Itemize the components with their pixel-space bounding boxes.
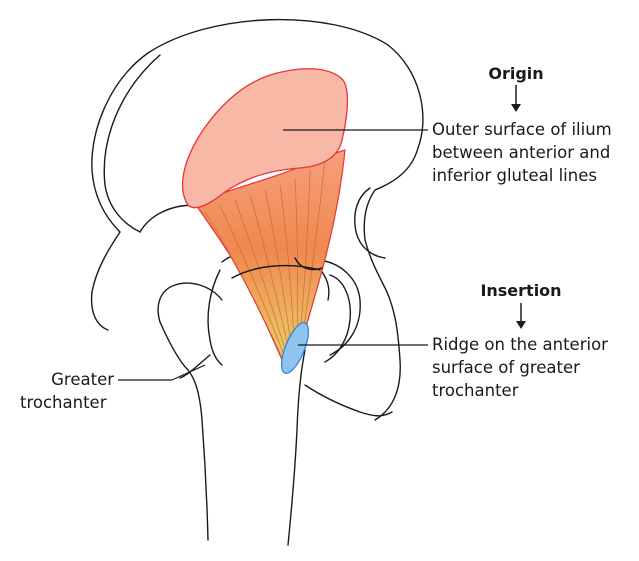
origin-arrow	[511, 85, 521, 112]
origin-line-2: between anterior and	[432, 141, 612, 164]
insertion-arrow	[516, 303, 526, 329]
femur-left-outline	[160, 322, 208, 540]
ilium-inner-curve	[140, 205, 195, 232]
posterior-ilium-outline	[104, 55, 160, 232]
origin-line-1: Outer surface of ilium	[432, 118, 612, 141]
insertion-description: Ridge on the anterior surface of greater…	[432, 333, 608, 402]
origin-description: Outer surface of ilium between anterior …	[432, 118, 612, 187]
femoral-head-outline	[208, 270, 222, 365]
greater-trochanter-label: Greater trochanter	[20, 368, 114, 414]
insertion-heading: Insertion	[470, 279, 572, 302]
origin-line-3: inferior gluteal lines	[432, 164, 612, 187]
insertion-line-1: Ridge on the anterior	[432, 333, 608, 356]
greater-trochanter-line-2: trochanter	[20, 391, 114, 414]
insertion-line-3: trochanter	[432, 379, 608, 402]
femur-right-outline	[288, 350, 305, 545]
ischium-outline	[305, 385, 392, 416]
ilium-left-outline	[92, 53, 148, 330]
greater-trochanter-line-1: Greater	[20, 368, 114, 391]
origin-heading: Origin	[476, 62, 556, 85]
insertion-line-2: surface of greater	[432, 356, 608, 379]
greater-trochanter-leader-bend	[172, 365, 205, 380]
